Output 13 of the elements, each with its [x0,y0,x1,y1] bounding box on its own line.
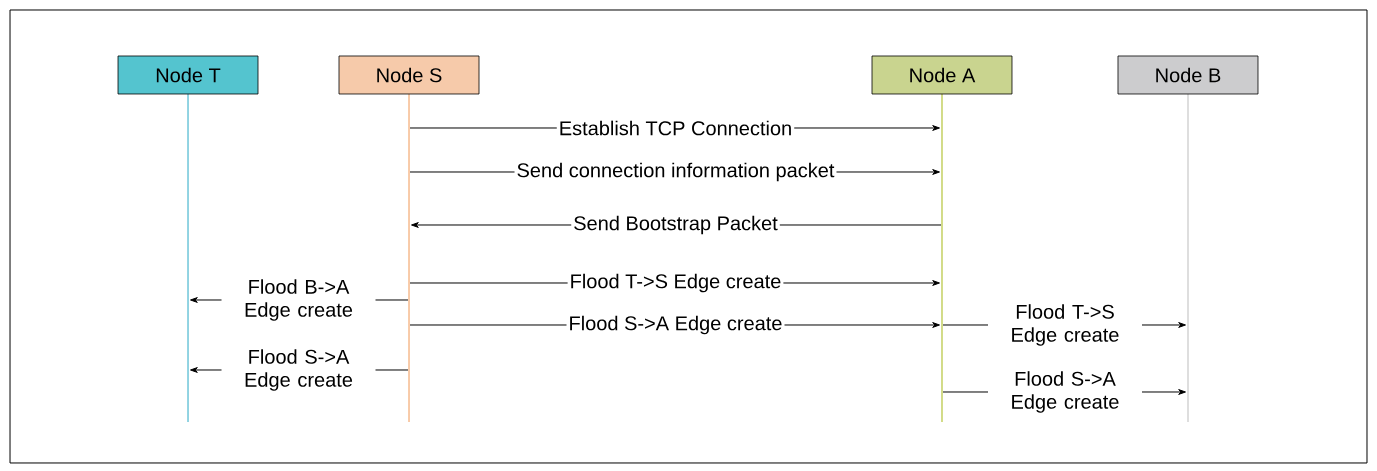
edge-label: Flood S->A Edge create [566,313,785,337]
participant-box: Node S [338,55,480,95]
edge-label: Send Bootstrap Packet [571,213,780,237]
edge-label: Flood T->S Edge create [567,271,784,295]
edge-label: Flood T->S Edge create [988,302,1142,348]
edge-label: Flood S->A Edge create [221,347,376,393]
participant-box: Node A [871,55,1013,95]
edge-label: Flood B->A Edge create [221,277,376,323]
participant-box: Node T [117,55,259,95]
edge-label: Establish TCP Connection [556,118,795,138]
edge-label: Send connection information packet [514,160,837,184]
edge-label: Flood S->A Edge create [988,369,1142,415]
participant-box: Node B [1117,55,1259,95]
